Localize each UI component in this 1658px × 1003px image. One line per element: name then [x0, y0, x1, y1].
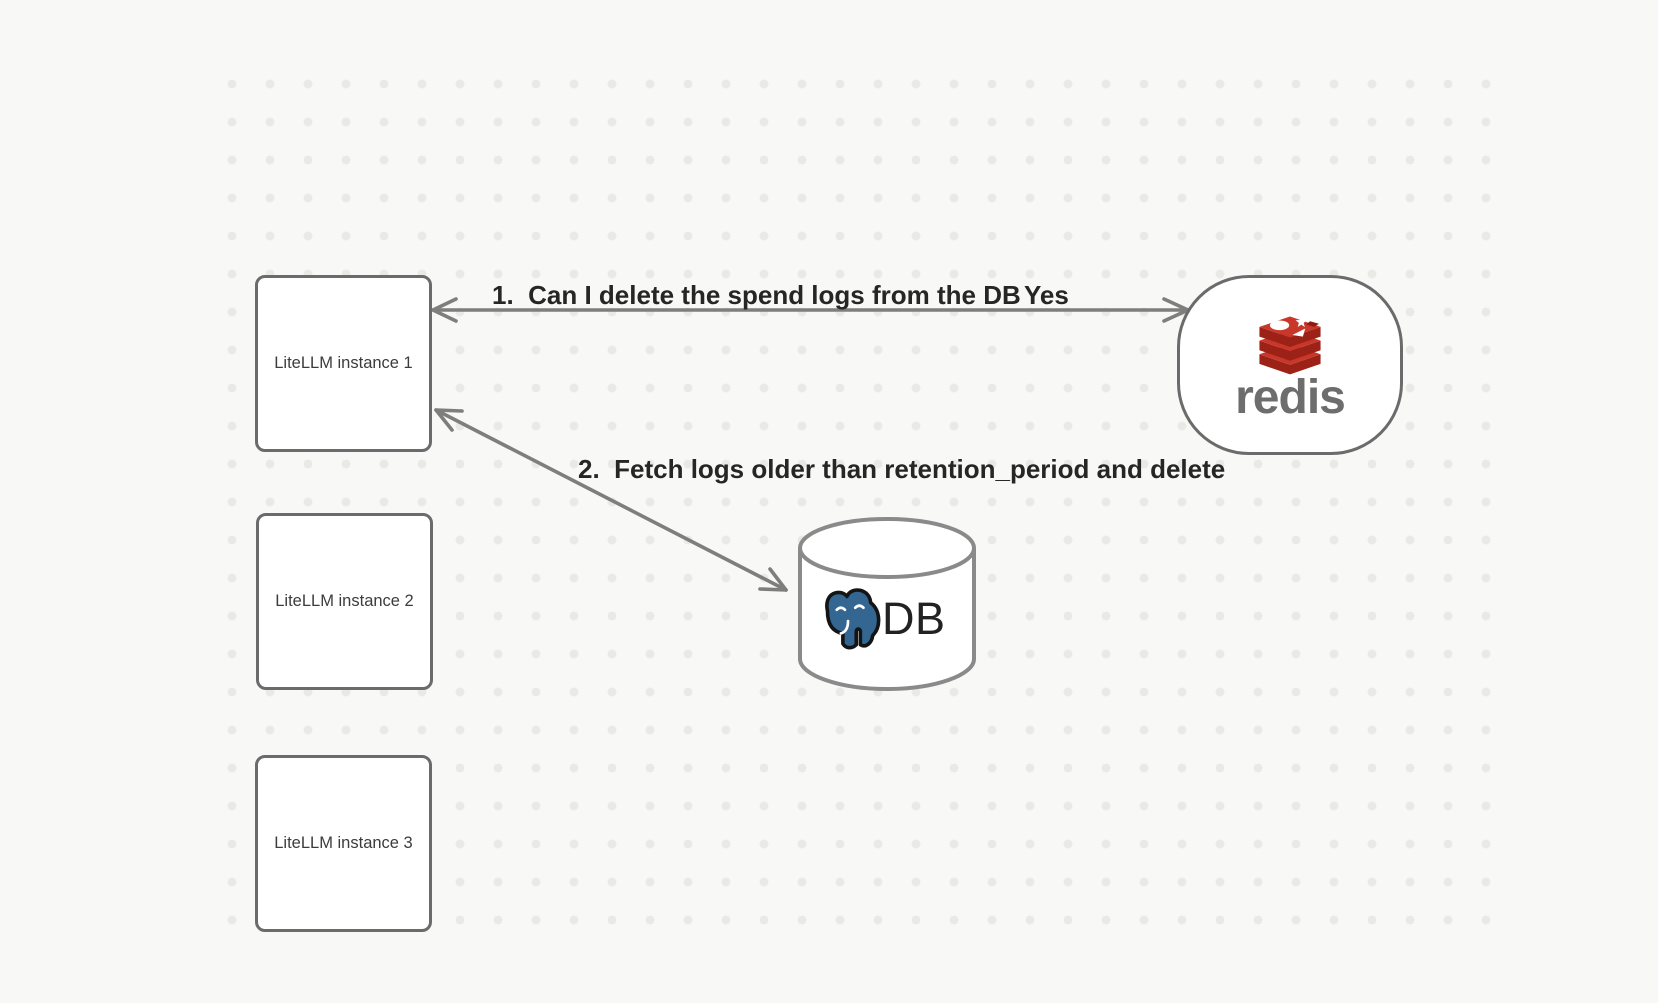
arrow-2-top-arrowhead	[434, 408, 464, 432]
node-database[interactable]: DB	[796, 515, 978, 693]
node-litellm-instance-3-label: LiteLLM instance 3	[274, 834, 413, 852]
arrow-2-bottom-arrowhead	[758, 567, 788, 592]
arrow-1-left-arrowhead	[431, 297, 458, 323]
database-label: DB	[882, 593, 946, 644]
redis-wordmark: redis	[1235, 371, 1346, 424]
node-litellm-instance-2-label: LiteLLM instance 2	[275, 592, 414, 610]
node-litellm-instance-2[interactable]: LiteLLM instance 2	[256, 513, 433, 690]
node-litellm-instance-1[interactable]: LiteLLM instance 1	[255, 275, 432, 452]
edge-label-can-i-delete[interactable]: 1. Can I delete the spend logs from the …	[492, 280, 1021, 310]
arrow-fetch-delete[interactable]	[434, 408, 788, 592]
arrow-2-line[interactable]	[434, 408, 788, 592]
database-cylinder-shape	[798, 517, 976, 692]
redis-logo-icon	[1259, 316, 1321, 375]
node-litellm-instance-1-label: LiteLLM instance 1	[274, 354, 413, 372]
node-redis[interactable]: redis	[1177, 275, 1403, 455]
postgresql-elephant-icon	[825, 588, 881, 650]
edge-label-yes[interactable]: Yes	[1024, 280, 1069, 310]
node-litellm-instance-3[interactable]: LiteLLM instance 3	[255, 755, 432, 932]
edge-label-fetch-logs[interactable]: 2. Fetch logs older than retention_perio…	[578, 454, 1226, 484]
